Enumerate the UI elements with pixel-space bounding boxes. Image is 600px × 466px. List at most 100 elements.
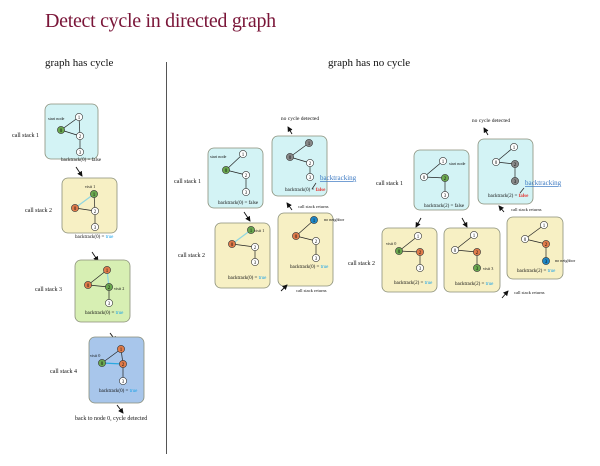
section-divider bbox=[166, 62, 167, 454]
graph-node-label: 0 bbox=[74, 207, 77, 212]
node-note: visit 3 bbox=[483, 266, 493, 271]
graph-node bbox=[441, 191, 449, 199]
graph-node bbox=[521, 235, 529, 243]
node-note: visit 1 bbox=[254, 228, 264, 233]
graph-edge bbox=[289, 142, 310, 158]
graph-node bbox=[247, 226, 255, 234]
graph-node bbox=[105, 283, 113, 291]
call-stack-label: call stack 2 bbox=[348, 261, 375, 267]
backtrack-result: backtrack(0) = true bbox=[85, 311, 124, 316]
flow-arrow bbox=[415, 217, 422, 228]
graph-node bbox=[510, 143, 518, 151]
graph-node bbox=[414, 232, 422, 240]
node-note: no neighbor bbox=[324, 217, 345, 222]
graph-node-label: 3 bbox=[79, 151, 82, 156]
graph-node bbox=[119, 360, 127, 368]
call-stack-returns: call stack returns bbox=[511, 207, 542, 212]
graph-node-label: 2 bbox=[254, 246, 257, 251]
graph-node-label: 0 bbox=[398, 250, 401, 255]
graph-node bbox=[91, 207, 99, 215]
graph-node-label: 2 bbox=[476, 251, 479, 256]
graph-node-label: 0 bbox=[495, 161, 498, 166]
call-stack-1-box bbox=[44, 103, 99, 160]
flow-arrow bbox=[483, 127, 489, 136]
call-stack-returns: call stack returns bbox=[514, 290, 545, 295]
graph-edge bbox=[311, 182, 317, 190]
graph-node-label: 1 bbox=[78, 116, 81, 121]
graph-node bbox=[310, 216, 318, 224]
node-note: no neighbor bbox=[555, 258, 576, 263]
graph-node bbox=[103, 266, 111, 274]
graph-node-label: 1 bbox=[242, 153, 245, 158]
mid-backtrack-box bbox=[271, 135, 328, 197]
flow-arrow bbox=[498, 205, 505, 213]
flow-arrow bbox=[501, 290, 509, 299]
graph-node bbox=[416, 248, 424, 256]
graph-node bbox=[91, 223, 99, 231]
graph-node-label: 2 bbox=[419, 251, 422, 256]
graph-node bbox=[395, 247, 403, 255]
graph-node-label: 0 bbox=[289, 156, 292, 161]
graph-node bbox=[470, 231, 478, 239]
backtrack-result: backtrack(0) = true bbox=[228, 276, 267, 281]
backtrack-result: backtrack(0) = true bbox=[99, 389, 138, 394]
graph-node-label: 3 bbox=[444, 194, 447, 199]
graph-node-label: 3 bbox=[254, 261, 257, 266]
graph-node-label: 2 bbox=[315, 240, 318, 245]
backtracking-label: backtracking bbox=[525, 179, 562, 187]
flow-arrow bbox=[280, 284, 288, 292]
node-note: visit 0 bbox=[90, 353, 100, 358]
mid-call-stack-2a-box bbox=[214, 222, 271, 289]
graph-node bbox=[542, 257, 550, 265]
graph-node bbox=[473, 248, 481, 256]
section-title-cycle: graph has cycle bbox=[45, 57, 114, 69]
graph-node bbox=[228, 240, 236, 248]
graph-node bbox=[292, 232, 300, 240]
graph-node bbox=[76, 132, 84, 140]
graph-node bbox=[441, 174, 449, 182]
graph-node-label: 0 bbox=[225, 169, 228, 174]
graph-node bbox=[312, 254, 320, 262]
mid-call-stack-2b-box bbox=[277, 212, 334, 287]
backtrack-result: backtrack(0) = true bbox=[290, 265, 329, 270]
graph-node-label: 1 bbox=[473, 234, 476, 239]
graph-edge bbox=[74, 193, 95, 209]
graph-node bbox=[222, 166, 230, 174]
graph-node-label: 3 bbox=[122, 380, 125, 385]
graph-edge bbox=[87, 269, 108, 286]
graph-node bbox=[90, 190, 98, 198]
graph-node-label: 1 bbox=[543, 224, 546, 229]
graph-node bbox=[251, 243, 259, 251]
call-stack-2-box bbox=[61, 177, 118, 234]
backtrack-result: backtrack(0) = false bbox=[61, 158, 102, 163]
graph-node-label: 1 bbox=[442, 160, 445, 165]
flow-arrow bbox=[461, 217, 468, 228]
graph-node-label: 1 bbox=[513, 146, 516, 151]
graph-node-label: 3 bbox=[94, 226, 97, 231]
graph-node bbox=[420, 173, 428, 181]
backtrack-result: backtrack(2) = true bbox=[394, 281, 433, 286]
flow-arrow bbox=[75, 166, 83, 177]
graph-node-label: 2 bbox=[309, 162, 312, 167]
backtrack-result: backtrack(2) = true bbox=[517, 269, 556, 274]
graph-node-label: 2 bbox=[514, 163, 517, 168]
graph-node-label: 3 bbox=[514, 180, 517, 185]
graph-node bbox=[105, 299, 113, 307]
graph-node bbox=[511, 177, 519, 185]
graph-node-label: 0 bbox=[101, 362, 104, 367]
graph-edge bbox=[231, 229, 252, 245]
right-call-stack-2c-box bbox=[506, 216, 564, 280]
cycle-conclusion: back to node 0, cycle detected bbox=[75, 416, 147, 422]
graph-node-label: 3 bbox=[545, 260, 548, 265]
call-stack-returns: call stack returns bbox=[298, 204, 329, 209]
node-note: start node bbox=[48, 116, 65, 121]
graph-node-label: 2 bbox=[122, 363, 125, 368]
flow-arrow bbox=[287, 126, 293, 135]
backtrack-result: backtrack(2) = true bbox=[455, 282, 494, 287]
graph-node bbox=[451, 246, 459, 254]
call-stack-3-box bbox=[74, 259, 131, 323]
graph-node-label: 0 bbox=[295, 235, 298, 240]
graph-edge bbox=[101, 348, 122, 364]
graph-node-label: 0 bbox=[454, 249, 457, 254]
backtrack-result: backtrack(0) = false bbox=[218, 201, 259, 206]
